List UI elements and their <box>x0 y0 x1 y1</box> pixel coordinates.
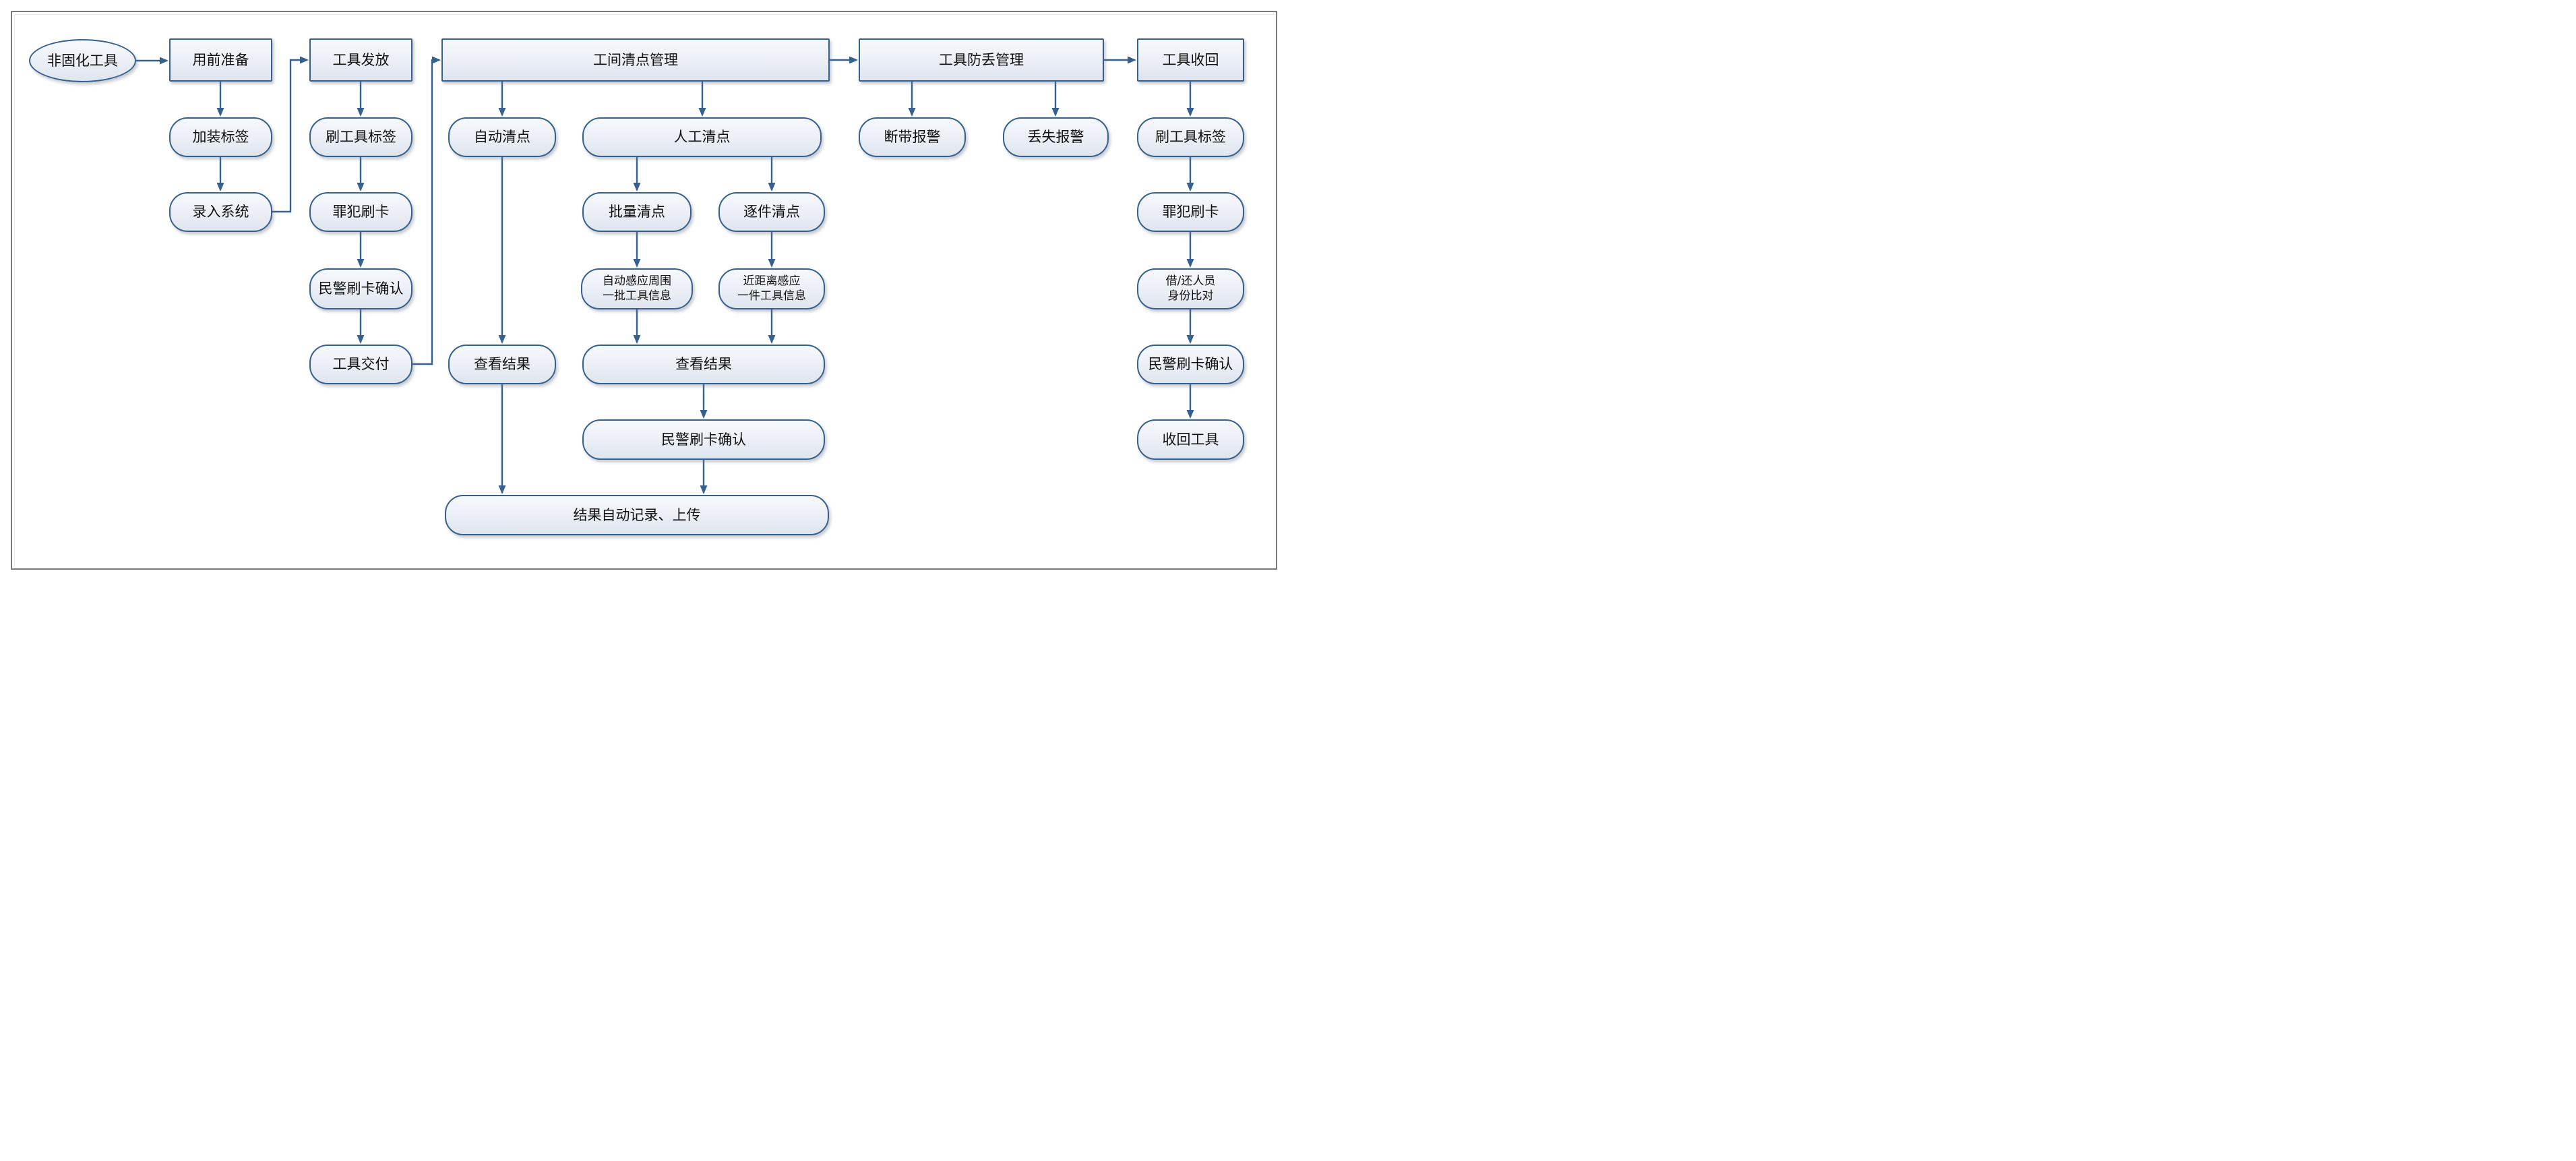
near-sense-piece-node: 近距离感应一件工具信息 <box>718 268 825 309</box>
piece-count-node: 逐件清点 <box>718 192 825 232</box>
batch-count-node: 批量清点 <box>582 192 692 232</box>
prisoner-swipe-label: 罪犯刷卡 <box>332 204 390 220</box>
borrow-return-identity-node: 借/还人员身份比对 <box>1137 268 1244 309</box>
add-label-node: 加装标签 <box>169 117 272 157</box>
workshop-count-mgmt-node: 工间清点管理 <box>441 38 830 82</box>
auto-record-upload-label: 结果自动记录、上传 <box>573 506 701 523</box>
tool-recycle-label: 工具收回 <box>1162 51 1219 68</box>
tool-issue-label: 工具发放 <box>332 51 390 68</box>
police-swipe-confirm-node: 民警刷卡确认 <box>309 268 412 309</box>
recycle-prisoner-swipe-label: 罪犯刷卡 <box>1162 204 1219 220</box>
recycle-scan-tool-label-node: 刷工具标签 <box>1137 117 1244 157</box>
scan-tool-label-label: 刷工具标签 <box>326 129 396 146</box>
prisoner-swipe-node: 罪犯刷卡 <box>309 192 412 232</box>
auto-count-node: 自动清点 <box>448 117 556 157</box>
manual-police-swipe-confirm-label: 民警刷卡确认 <box>661 431 746 448</box>
view-result-auto-label: 查看结果 <box>474 356 530 373</box>
tool-antiloss-mgmt-label: 工具防丢管理 <box>939 51 1024 68</box>
loss-alarm-node: 丢失报警 <box>1003 117 1109 157</box>
recycle-police-swipe-confirm-node: 民警刷卡确认 <box>1137 345 1244 384</box>
recycle-scan-tool-label-label: 刷工具标签 <box>1155 129 1226 146</box>
auto-sense-batch-label: 自动感应周围 <box>603 274 671 288</box>
add-label-label: 加装标签 <box>192 129 249 146</box>
tool-recycle-node: 工具收回 <box>1137 38 1244 82</box>
belt-break-alarm-node: 断带报警 <box>859 117 966 157</box>
take-back-tool-label: 收回工具 <box>1162 431 1219 448</box>
flowchart-canvas: 非固化工具用前准备工具发放工间清点管理工具防丢管理工具收回加装标签刷工具标签自动… <box>0 0 1288 580</box>
auto-record-upload-node: 结果自动记录、上传 <box>445 495 829 535</box>
near-sense-piece-label: 近距离感应 <box>743 274 801 288</box>
manual-count-label: 人工清点 <box>673 129 731 146</box>
police-swipe-confirm-label: 民警刷卡确认 <box>318 280 404 297</box>
enter-system-label: 录入系统 <box>192 204 249 220</box>
take-back-tool-node: 收回工具 <box>1137 419 1244 460</box>
borrow-return-identity-label: 身份比对 <box>1167 289 1214 303</box>
tool-antiloss-mgmt-node: 工具防丢管理 <box>859 38 1104 82</box>
pre-use-prep-node: 用前准备 <box>169 38 272 82</box>
edge-enter-system-to-tool-issue <box>272 56 309 213</box>
near-sense-piece-label: 一件工具信息 <box>737 289 806 303</box>
pre-use-prep-label: 用前准备 <box>192 51 249 68</box>
batch-count-label: 批量清点 <box>609 204 665 220</box>
manual-police-swipe-confirm-node: 民警刷卡确认 <box>582 419 825 460</box>
manual-count-node: 人工清点 <box>582 117 822 157</box>
loss-alarm-label: 丢失报警 <box>1027 129 1084 146</box>
belt-break-alarm-label: 断带报警 <box>884 129 941 146</box>
auto-sense-batch-node: 自动感应周围一批工具信息 <box>581 268 693 309</box>
connector-layer <box>136 56 1194 494</box>
enter-system-node: 录入系统 <box>169 192 272 232</box>
scan-tool-label-node: 刷工具标签 <box>309 117 412 157</box>
edge-tool-deliver-to-workshop-count-mgmt <box>412 56 441 365</box>
view-result-manual-label: 查看结果 <box>675 356 732 373</box>
workshop-count-mgmt-label: 工间清点管理 <box>593 51 678 68</box>
recycle-police-swipe-confirm-label: 民警刷卡确认 <box>1148 356 1233 373</box>
start-node: 非固化工具 <box>29 39 136 82</box>
view-result-auto-node: 查看结果 <box>448 345 556 384</box>
auto-sense-batch-label: 一批工具信息 <box>603 289 671 303</box>
piece-count-label: 逐件清点 <box>743 204 800 220</box>
auto-count-label: 自动清点 <box>474 129 530 146</box>
tool-issue-node: 工具发放 <box>309 38 412 82</box>
borrow-return-identity-label: 借/还人员 <box>1165 274 1216 288</box>
tool-deliver-label: 工具交付 <box>332 356 390 373</box>
recycle-prisoner-swipe-node: 罪犯刷卡 <box>1137 192 1244 232</box>
view-result-manual-node: 查看结果 <box>582 345 825 384</box>
start-label: 非固化工具 <box>47 52 118 69</box>
tool-deliver-node: 工具交付 <box>309 345 412 384</box>
